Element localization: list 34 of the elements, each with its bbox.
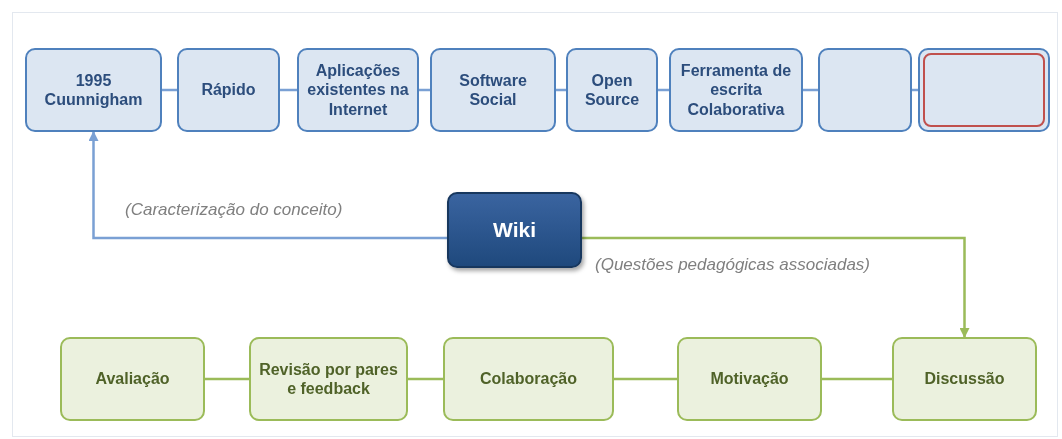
connector-line — [822, 377, 892, 381]
node-text: Revisão por pares e feedback — [258, 359, 399, 399]
concept-box — [566, 48, 658, 132]
node-text: Open Source — [583, 70, 641, 110]
concept-box — [892, 337, 1037, 421]
node-text: Colaboração — [480, 369, 577, 389]
edge-label: (Caracterização do conceito) — [125, 200, 343, 220]
concept-box — [818, 48, 912, 132]
concept-box — [297, 48, 419, 132]
concept-box — [177, 48, 280, 132]
node-text: Avaliação — [95, 369, 170, 389]
connector-line — [614, 377, 677, 381]
node-text: Ferramenta de escrita Colaborativa — [679, 61, 793, 119]
concept-box — [918, 48, 1050, 132]
node-text: Motivação — [710, 369, 789, 389]
arrow — [88, 131, 447, 240]
node-text: 1995 Cuunnigham — [43, 70, 144, 110]
edge-label: (Questões pedagógicas associadas) — [595, 255, 870, 275]
concept-box — [677, 337, 822, 421]
node-text: Discussão — [924, 369, 1005, 389]
concept-box — [25, 48, 162, 132]
concept-box — [249, 337, 408, 421]
arrow — [582, 236, 970, 338]
node-text: Wiki — [493, 217, 536, 243]
concept-box — [669, 48, 803, 132]
connector-line — [408, 377, 443, 381]
concept-box — [430, 48, 556, 132]
connector-line — [205, 377, 249, 381]
concept-box — [60, 337, 205, 421]
central-box — [447, 192, 582, 268]
node-text: Rápido — [201, 80, 256, 100]
concept-box — [443, 337, 614, 421]
node-text: Software Social — [458, 70, 528, 110]
node-text: Aplicações existentes na Internet — [306, 61, 410, 119]
